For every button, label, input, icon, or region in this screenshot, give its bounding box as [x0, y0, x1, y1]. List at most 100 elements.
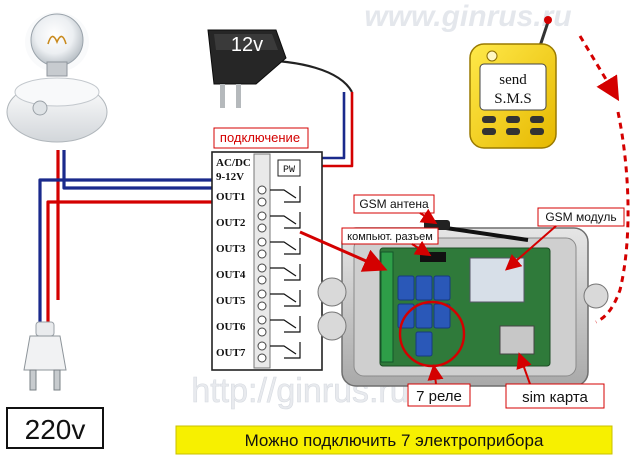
cable-gland-bottom	[317, 311, 347, 341]
callout-gsm-module-box	[537, 207, 625, 227]
relay-contact-symbol	[270, 186, 301, 203]
terminal-screw	[257, 275, 267, 285]
terminal-screw	[257, 197, 267, 207]
terminal-screw	[257, 353, 267, 363]
phone-keypad	[482, 116, 544, 135]
terminal-output-label: OUT4	[216, 269, 246, 281]
phone-screen	[479, 63, 547, 111]
terminal-screw	[257, 211, 267, 221]
plug-body	[23, 335, 67, 371]
sms-phone: send S.M.S	[469, 16, 557, 149]
callout-sim-card-box	[505, 383, 605, 409]
terminal-header-box	[213, 127, 309, 149]
relay	[397, 275, 415, 301]
gsm-controller	[317, 220, 609, 387]
relay	[415, 275, 433, 301]
adapter-highlight	[214, 34, 278, 50]
lamp-base-top	[14, 77, 100, 107]
voltage-label: 220v	[25, 414, 86, 445]
power-adapter: 12v	[207, 29, 287, 108]
wireless-chevron-path	[595, 111, 630, 324]
terminal-screw	[257, 249, 267, 259]
voltage-box: 220v	[6, 407, 104, 449]
callout-pc-connector-box	[341, 227, 439, 245]
callout-relays-box	[407, 383, 471, 407]
phone-antenna	[538, 21, 550, 47]
caption-text: Можно подключить 7 электроприбора	[245, 431, 544, 450]
plug-prong-right	[53, 369, 61, 391]
pc-connector-port	[420, 252, 446, 262]
terminal-screw	[257, 223, 267, 233]
terminal-output-label: OUT7	[216, 347, 246, 359]
screw-terminal-strip	[380, 251, 394, 363]
terminal-output-label: OUT2	[216, 217, 246, 229]
relay	[415, 331, 433, 357]
relay-contact-symbol	[270, 316, 301, 333]
callout-gsm-antenna: GSM антена	[359, 197, 429, 211]
relay-contact-symbol	[270, 342, 301, 359]
lamp-bulb	[30, 13, 84, 67]
wireless-arrow-upper	[578, 35, 620, 102]
callout-sim-card: sim карта	[522, 389, 588, 406]
terminal-screw	[257, 301, 267, 311]
callout-pc-connector: компьют. разъем	[347, 231, 433, 243]
callout-gsm-antenna-box	[353, 194, 435, 214]
phone-line2: S.M.S	[494, 91, 532, 107]
phone-antenna-tip	[544, 16, 552, 24]
terminal-screw	[257, 185, 267, 195]
terminal-screw	[257, 315, 267, 325]
callout-gsm-module: GSM модуль	[545, 210, 616, 224]
relay-contact-symbol	[270, 212, 301, 229]
gsm-module-chip	[469, 257, 525, 303]
phone-line1: send	[499, 72, 527, 88]
adapter-prong-right	[236, 84, 241, 108]
callouts: GSM антена GSM модуль компьют. разъем 7 …	[299, 194, 625, 409]
gsm-antenna-cable	[445, 226, 529, 242]
adapter-label: 12v	[231, 34, 263, 56]
voltage-box-frame	[6, 407, 104, 449]
callout-relays: 7 реле	[416, 388, 462, 405]
wire-plug-blue	[38, 178, 258, 325]
terminal-output-label: OUT6	[216, 321, 246, 333]
terminal-screw	[257, 327, 267, 337]
sim-slot	[499, 325, 535, 355]
terminal-output-label: OUT5	[216, 295, 246, 307]
terminal-power-line2: 9-12V	[216, 171, 244, 183]
relay-contact-symbol	[270, 264, 301, 281]
terminal-screw	[257, 289, 267, 299]
terminal-power-marker-box	[277, 159, 301, 177]
terminal-screw	[257, 237, 267, 247]
relay	[433, 303, 451, 329]
relay-contact-symbol	[270, 290, 301, 307]
lamp-neck	[46, 61, 68, 77]
terminal-screw-column	[253, 153, 271, 369]
plug-cable-sleeve	[35, 321, 55, 337]
callout-pc-connector-line	[411, 240, 432, 257]
terminal-screw	[257, 263, 267, 273]
adapter-prong-left	[220, 84, 225, 108]
relay	[415, 303, 433, 329]
cable-gland-top	[317, 277, 347, 307]
lamp	[6, 12, 108, 143]
terminal-power-line1: AC/DC	[216, 157, 251, 169]
wire-lamp-blue	[62, 150, 258, 190]
power-plug	[23, 321, 67, 391]
terminal-block: подключение AC/DC 9-12V PW OUT1OUT2OUT3O…	[211, 127, 323, 371]
terminal-output-label: OUT1	[216, 191, 245, 203]
lamp-sensor	[32, 100, 48, 116]
phone-face	[486, 50, 498, 62]
wire-plug-red	[46, 200, 258, 325]
plug-prong-left	[29, 369, 37, 391]
cable-gland-right	[583, 283, 609, 309]
relay-contact-symbol	[270, 238, 301, 255]
relay	[433, 275, 451, 301]
wire-adapter-blue	[312, 92, 346, 160]
wireless-signal	[578, 35, 630, 324]
lamp-filament	[47, 35, 67, 45]
caption-banner: Можно подключить 7 электроприбора	[175, 425, 613, 455]
terminal-power-marker: PW	[283, 165, 295, 176]
caption-background	[175, 425, 613, 455]
callout-gsm-antenna-line	[419, 208, 438, 225]
